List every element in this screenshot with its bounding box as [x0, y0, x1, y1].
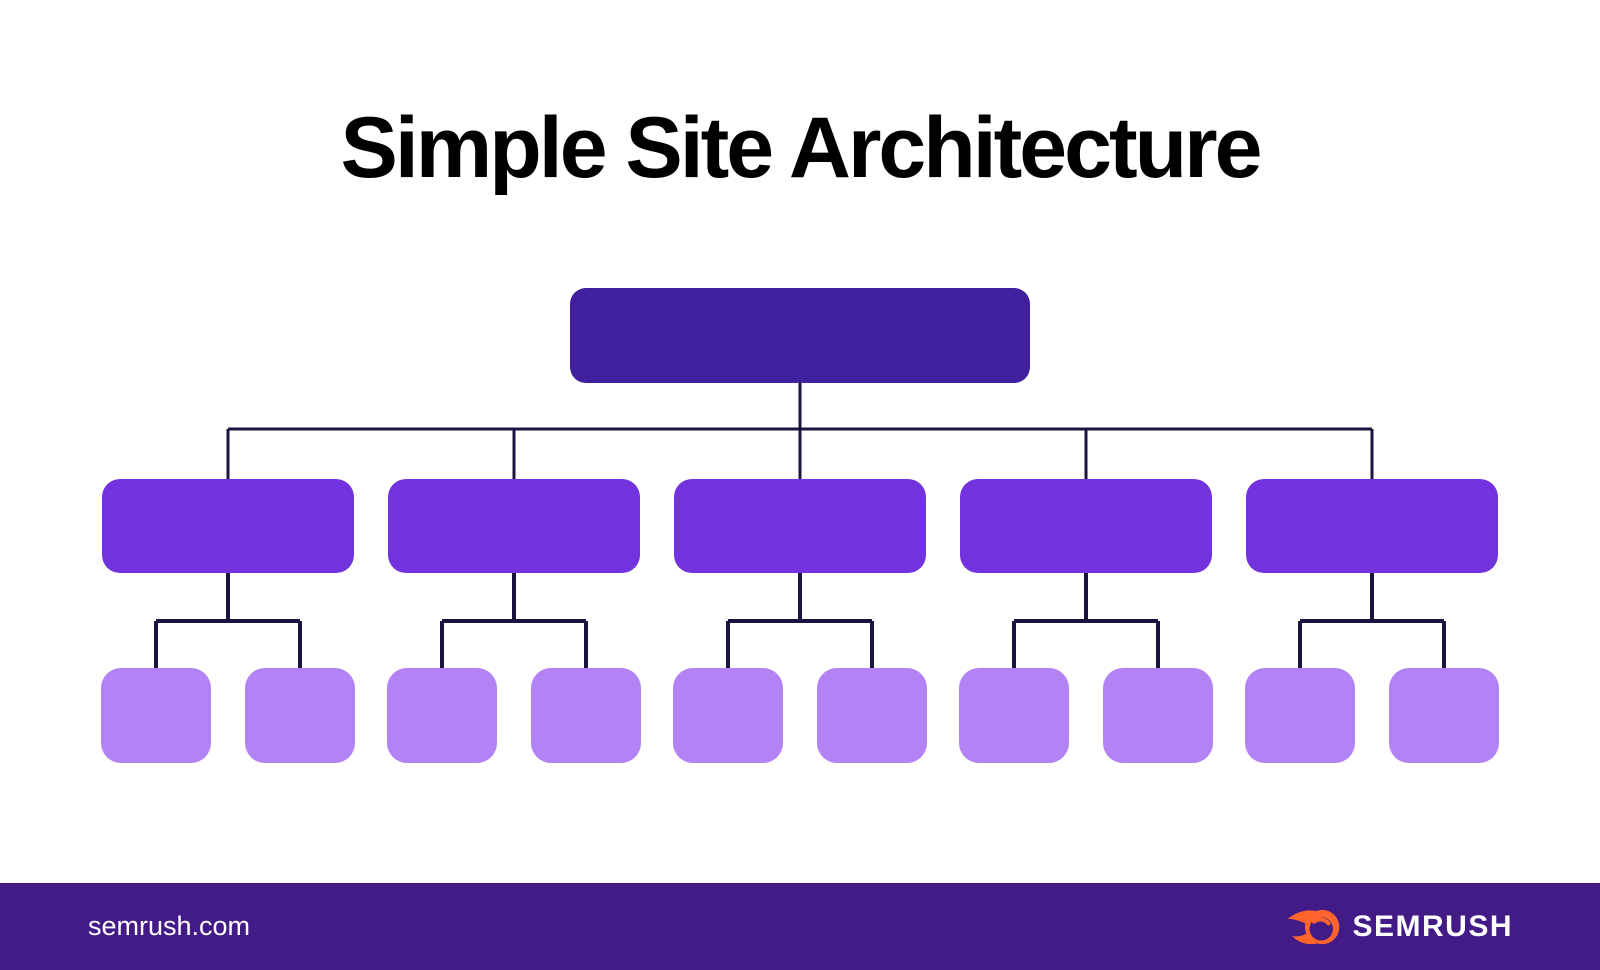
subpage-node-7 [959, 668, 1069, 763]
subpage-node-1 [101, 668, 211, 763]
category-node-2 [388, 479, 640, 573]
category-node-5 [1246, 479, 1498, 573]
subpage-node-9 [1245, 668, 1355, 763]
website-url: semrush.com [88, 911, 251, 941]
subpage-node-5 [673, 668, 783, 763]
semrush-wordmark: SEMRUSH [1352, 909, 1513, 943]
category-node-1 [102, 479, 354, 573]
category-node-4 [960, 479, 1212, 573]
subpage-node-3 [387, 668, 497, 763]
category-node-3 [674, 479, 926, 573]
page-title: Simple Site Architecture [340, 100, 1263, 196]
homepage-node [570, 288, 1030, 383]
subpage-node-8 [1103, 668, 1213, 763]
footer-bar: semrush.com SEMRUSH [0, 883, 1600, 970]
semrush-flame-icon [1288, 909, 1340, 944]
subpage-node-2 [245, 668, 355, 763]
subpage-node-6 [817, 668, 927, 763]
semrush-logo: SEMRUSH [1286, 907, 1513, 947]
subpage-node-4 [531, 668, 641, 763]
subpage-node-10 [1389, 668, 1499, 763]
